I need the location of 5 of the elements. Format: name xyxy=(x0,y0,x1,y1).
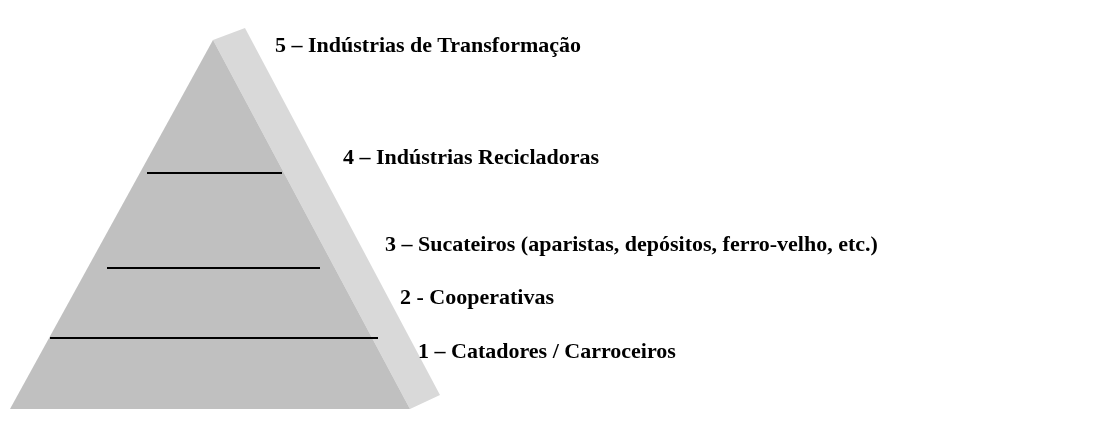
level-label: 5 – Indústrias de Transformação xyxy=(275,32,581,58)
level-label: 4 – Indústrias Recicladoras xyxy=(343,144,600,170)
level-label: 3 – Sucateiros (aparistas, depósitos, ferro-velho, etc.) xyxy=(385,231,878,257)
level-label: 1 – Catadores / Carroceiros xyxy=(418,338,676,364)
level-label: 2 - Cooperativas xyxy=(400,284,554,310)
